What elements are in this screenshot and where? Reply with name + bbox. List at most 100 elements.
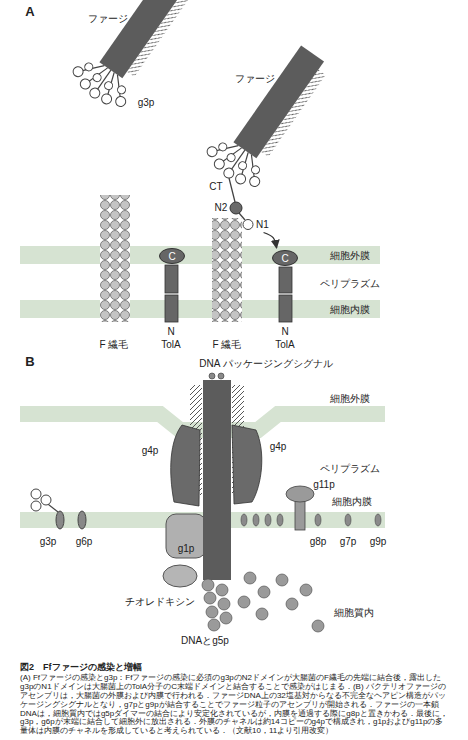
phage-symbol <box>248 175 262 189</box>
part-label: g1p <box>178 543 195 554</box>
f-pilus <box>212 218 242 322</box>
g8p-protein <box>375 514 381 526</box>
phage-symbol <box>114 95 128 109</box>
tola-c-domain <box>160 249 185 264</box>
dna-g5p <box>220 612 232 624</box>
dna-g5p <box>202 572 324 632</box>
g3p-g6p-protein <box>31 489 41 499</box>
phage-symbol <box>74 55 133 108</box>
phage-symbol <box>92 72 103 83</box>
phage-symbol <box>203 380 231 580</box>
f-pilus <box>100 195 242 322</box>
dna-g5p <box>216 584 228 596</box>
part-label: TolA <box>275 339 294 350</box>
phage-symbol <box>226 152 237 163</box>
membrane-band <box>20 414 385 430</box>
g4p-protein <box>171 425 262 506</box>
part-label: TolA <box>161 339 180 350</box>
phage-symbol <box>234 172 248 186</box>
g3p-domain <box>229 178 235 202</box>
g8p-protein <box>265 514 271 526</box>
dna-g5p <box>244 572 256 584</box>
phage-symbol <box>222 166 236 180</box>
phage-symbol <box>78 77 92 91</box>
figure-caption: (A) Ffファージの感染とg3p：Ffファージの感染に必須のg3pのN2ドメイ… <box>20 674 448 736</box>
phage-symbol <box>103 80 114 91</box>
g3p-g6p-protein <box>78 511 86 529</box>
dna-g5p <box>258 586 270 598</box>
f-pilus <box>100 195 130 322</box>
g3p-g6p-protein <box>31 501 41 511</box>
part-label: 細胞内膜 <box>332 496 372 507</box>
g11p-protein <box>286 486 314 530</box>
tola-stem <box>279 267 292 293</box>
part-label: F 繊毛 <box>100 339 129 350</box>
membrane-band <box>20 300 380 318</box>
g8p-protein <box>241 514 381 526</box>
phage-symbol <box>116 84 127 95</box>
dna-g5p <box>312 620 324 632</box>
domain-circle <box>243 219 253 229</box>
g3p-g6p-protein <box>31 489 51 511</box>
panel-letter: A <box>25 5 34 19</box>
dna-g5p <box>238 596 250 608</box>
phage-symbol <box>208 135 267 188</box>
part-label: DNA パッケージングシグナル <box>199 358 332 369</box>
part-label: DNAとg5p <box>181 635 229 646</box>
tola-c-domain: C <box>159 248 185 264</box>
part-label: g8p <box>310 536 327 547</box>
g3p-domain <box>230 202 242 214</box>
dna-g5p <box>206 606 218 618</box>
tola-stem <box>165 265 178 293</box>
g11p-protein <box>286 486 314 502</box>
tola-stem <box>165 265 292 322</box>
part-label: N <box>167 326 174 337</box>
g8p-protein <box>345 514 351 526</box>
part-label: g4p <box>142 445 159 456</box>
dna-g5p <box>256 608 268 620</box>
part-label: 細胞内膜 <box>330 304 370 315</box>
part-label: ペリプラズム <box>320 278 380 289</box>
g4p-protein <box>171 425 200 506</box>
g3p-g6p-protein <box>41 495 51 505</box>
phage-symbol <box>250 164 261 175</box>
g1p-protein <box>166 514 206 558</box>
domain-circle: N1 <box>243 218 270 231</box>
phage-symbol <box>217 141 228 152</box>
part-label: g4p <box>270 441 287 452</box>
part-label: g3p <box>138 97 155 108</box>
phage-symbol <box>212 157 226 171</box>
part-label: g7p <box>340 536 357 547</box>
panel-letter: B <box>25 355 34 369</box>
g4p-protein <box>232 425 262 504</box>
part-label: g9p <box>370 536 387 547</box>
thioredoxin <box>163 565 197 587</box>
part-label: 細胞質内 <box>334 607 374 618</box>
part-label: N2 <box>215 202 228 213</box>
tola-c-domain: C <box>272 250 298 266</box>
g1p-protein <box>166 514 206 558</box>
phage-symbol <box>99 0 195 78</box>
part-label: F 繊毛 <box>213 339 242 350</box>
dna-g5p <box>218 598 230 610</box>
tola-stem <box>165 295 178 322</box>
phage-symbol <box>127 0 197 77</box>
thioredoxin <box>163 565 197 587</box>
tola-c-domain <box>273 251 298 266</box>
g8p-protein <box>315 514 321 526</box>
phage-symbol <box>237 160 248 171</box>
part-label: ペリプラズム <box>320 463 380 474</box>
part-label: ファージ <box>235 73 275 84</box>
phage-symbol <box>83 61 94 72</box>
g3p-g6p-protein <box>31 489 86 529</box>
part-label: ファージ <box>88 13 128 24</box>
binding-arrow <box>264 233 277 249</box>
node-label: C <box>168 251 175 262</box>
membrane-band <box>20 246 380 264</box>
g3p-domain <box>229 178 245 220</box>
node-label: C <box>281 253 288 264</box>
phage-symbol <box>88 86 102 100</box>
